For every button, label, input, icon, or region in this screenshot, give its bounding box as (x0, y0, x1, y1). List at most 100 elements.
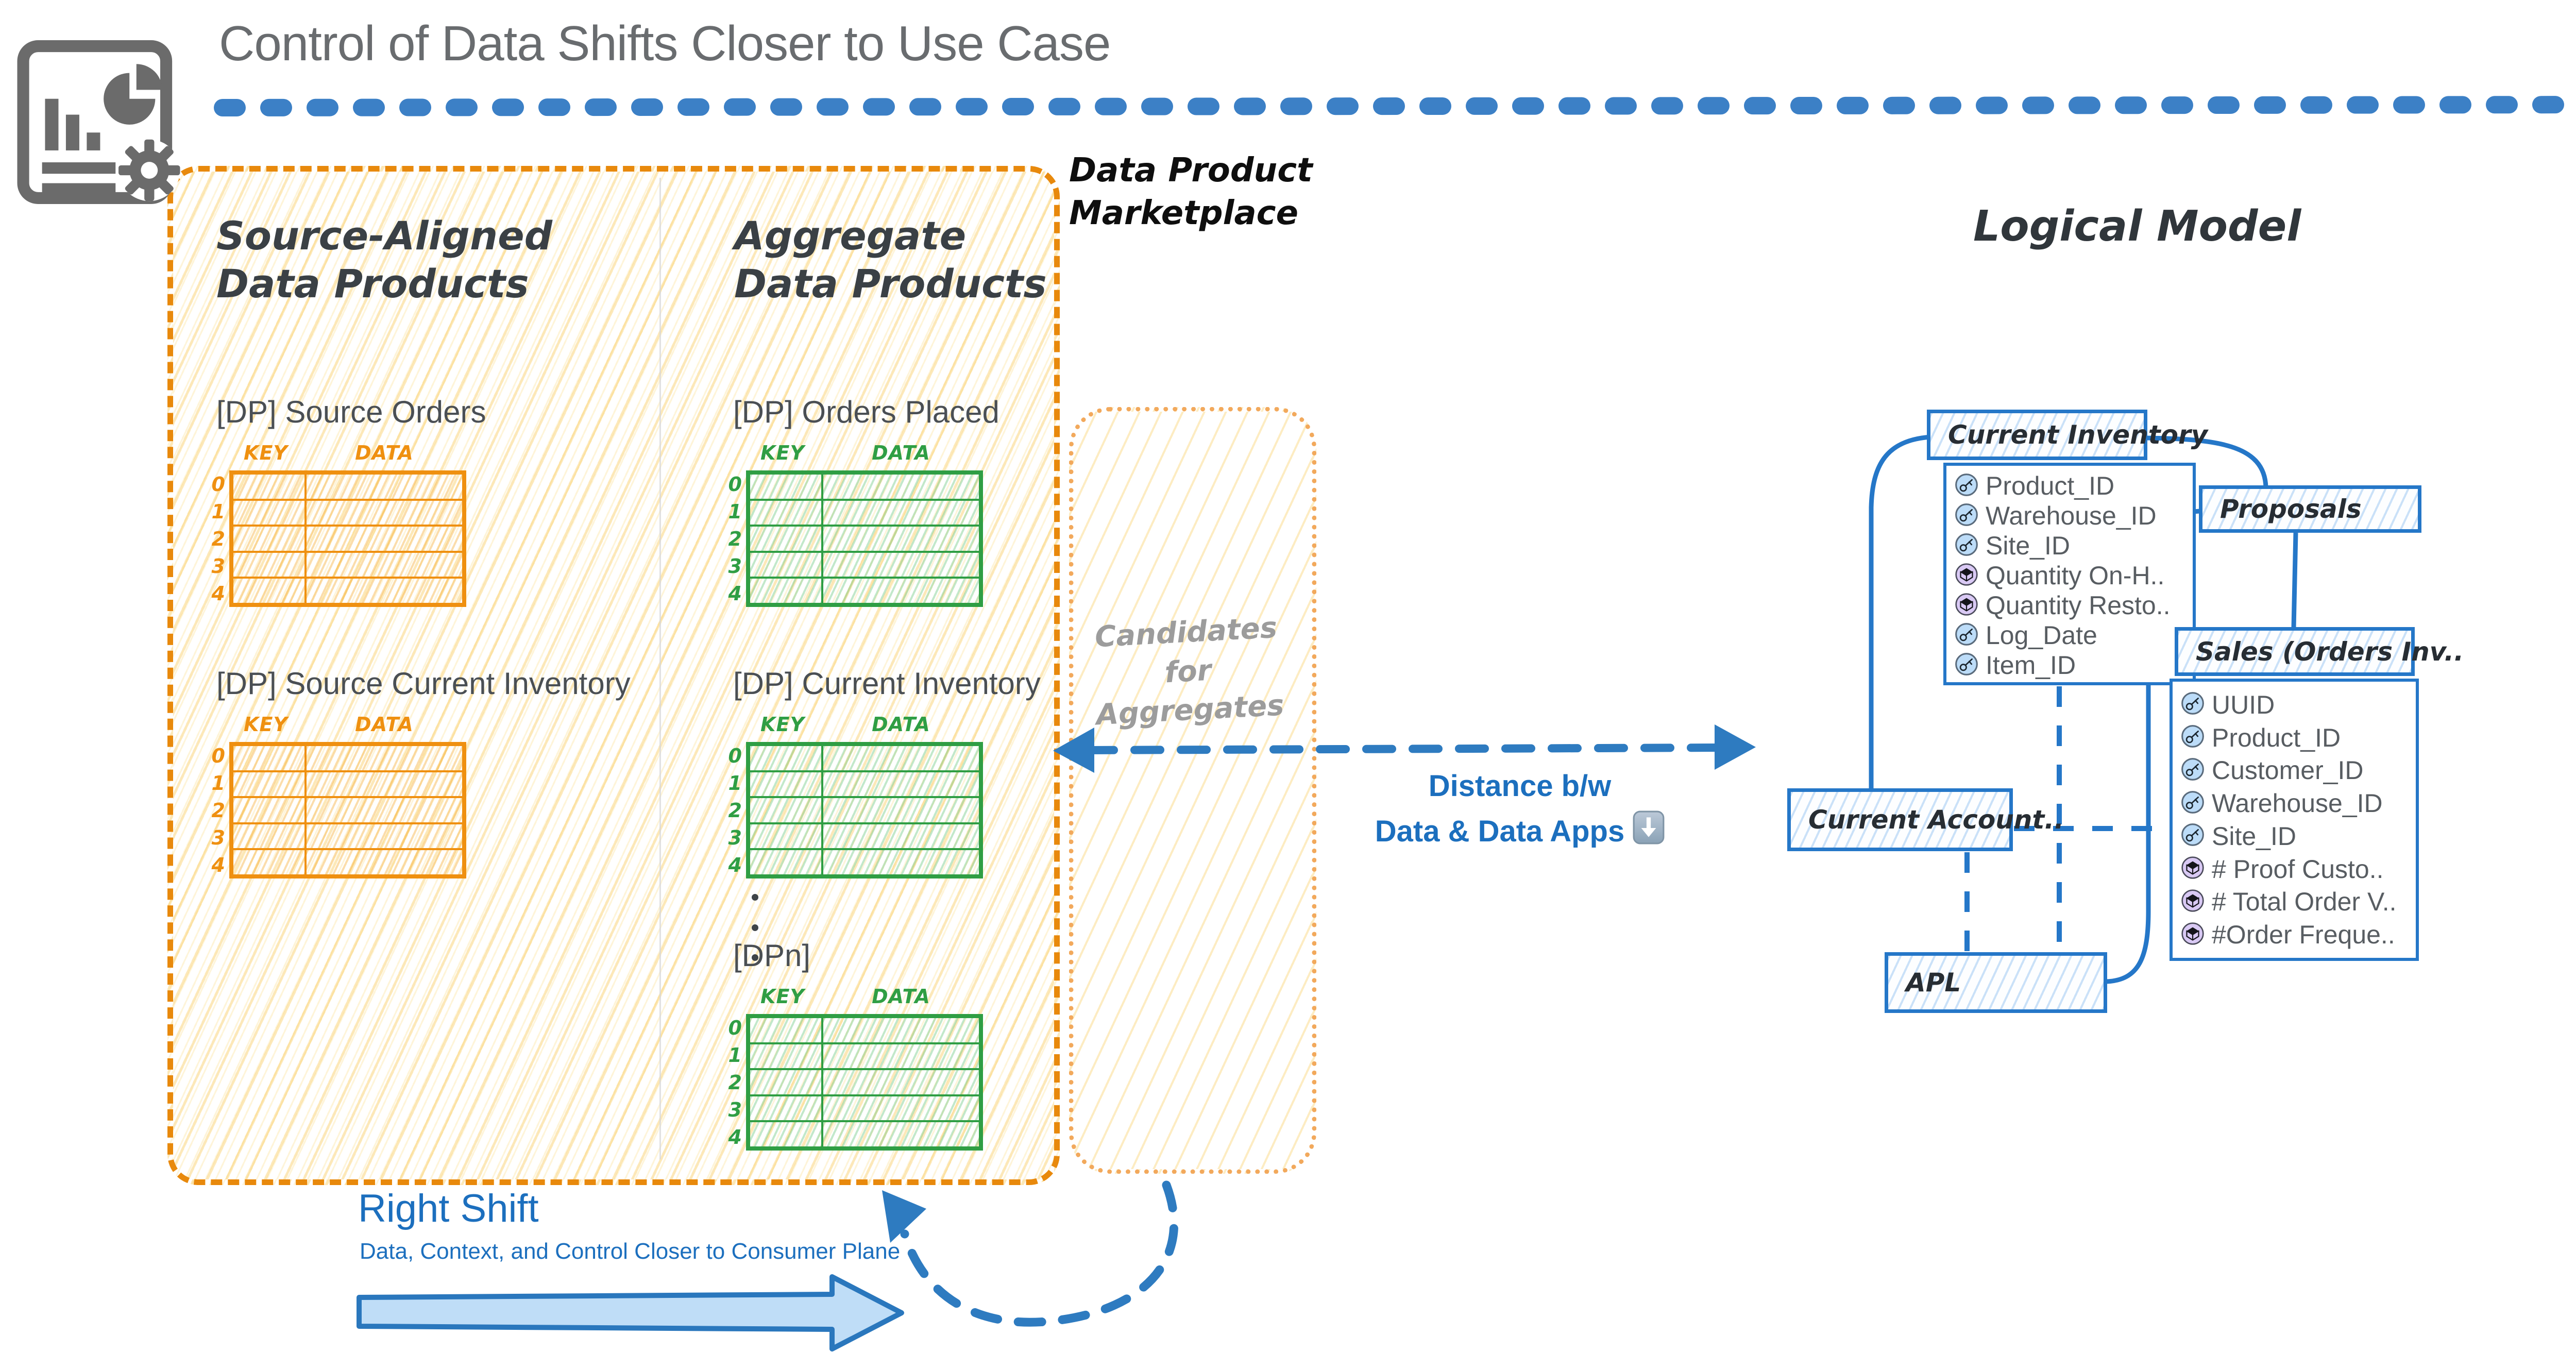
data-header: DATA (872, 442, 930, 464)
table-cell (822, 526, 980, 552)
entity-name: Current Account.. (1808, 805, 2064, 835)
table-cell (232, 849, 306, 875)
entity-field-row: Log_Date (1955, 620, 2193, 650)
table-cell (749, 1121, 822, 1147)
entity-field-row: UUID (2181, 690, 2416, 720)
table-cell (306, 499, 463, 526)
entity-field-row: Warehouse_ID (2181, 788, 2416, 818)
key-icon (1955, 503, 1978, 529)
dp-table-grid (229, 742, 466, 878)
dp-table-grid (746, 470, 983, 607)
entity-name: Current Inventory (1948, 420, 2208, 450)
row-number: 4 (728, 853, 742, 876)
entity-field-row: Quantity On-H.. (1955, 561, 2193, 590)
row-number: 2 (728, 799, 742, 822)
data-products-panel (167, 166, 1060, 1185)
row-number: 4 (211, 853, 225, 876)
entity-name: APL (1906, 968, 1961, 998)
row-number: 0 (728, 1016, 742, 1039)
table-cell (232, 578, 306, 604)
field-name: # Total Order V.. (2212, 887, 2397, 917)
aggregate-heading: Aggregate Data Products (734, 213, 1047, 307)
table-cell (306, 474, 463, 500)
row-number: 3 (728, 1098, 742, 1121)
table-cell (232, 526, 306, 552)
row-number: 0 (728, 472, 742, 496)
field-name: # Proof Custo.. (2212, 854, 2384, 884)
table-cell (749, 551, 822, 578)
entity-field-row: Quantity Resto.. (1955, 590, 2193, 620)
dp-label: [DP] Source Current Inventory (216, 666, 631, 701)
table-cell (822, 849, 980, 875)
table-cell (822, 771, 980, 798)
key-icon (1955, 652, 1978, 679)
candidates-note: Candidates for Aggregates (1094, 611, 1285, 732)
entity-field-row: #Order Freque.. (2181, 920, 2416, 950)
table-cell (749, 1069, 822, 1095)
row-number: 3 (728, 554, 742, 578)
row-number: 1 (728, 500, 742, 523)
key-icon (2181, 823, 2205, 849)
measure-icon (2181, 889, 2205, 915)
field-name: Customer_ID (2212, 756, 2364, 785)
table-cell (306, 771, 463, 798)
more-products-ellipsis (747, 894, 762, 961)
table-cell (749, 849, 822, 875)
entity-apl: APL (1885, 952, 2107, 1013)
row-number: 2 (211, 799, 225, 822)
entity-sales-orders: Sales (Orders Inv.. (2175, 627, 2464, 676)
dp-label: [DPn] (733, 938, 811, 973)
field-name: UUID (2212, 690, 2275, 719)
row-number: 4 (211, 582, 225, 605)
key-icon (2181, 724, 2205, 751)
dp-label: [DP] Current Inventory (733, 666, 1041, 701)
entity-field-row: Item_ID (1955, 650, 2193, 680)
source-aligned-heading: Source-Aligned Data Products (216, 213, 553, 307)
field-name: #Order Freque.. (2212, 920, 2395, 950)
dp-table-grid (746, 742, 983, 878)
distance-arrow (1053, 724, 1756, 773)
right-shift-subtitle: Data, Context, and Control Closer to Con… (360, 1239, 901, 1264)
table-cell (749, 526, 822, 552)
data-header: DATA (872, 713, 930, 736)
row-number: 0 (728, 744, 742, 767)
measure-icon (2181, 922, 2205, 948)
entity-field-row: # Total Order V.. (2181, 887, 2416, 917)
field-name: Quantity On-H.. (1986, 561, 2165, 590)
measure-icon (2181, 856, 2205, 882)
dp-label: [DP] Orders Placed (733, 395, 999, 429)
table-cell (306, 849, 463, 875)
row-number: 4 (728, 582, 742, 605)
table-cell (232, 797, 306, 823)
entity-connectors-dashed (1964, 686, 2168, 951)
table-cell (749, 823, 822, 850)
row-number: 1 (211, 500, 225, 523)
table-cell (822, 745, 980, 771)
table-cell (749, 1043, 822, 1070)
table-cell (306, 551, 463, 578)
table-cell (232, 551, 306, 578)
table-cell (822, 578, 980, 604)
table-cell (232, 823, 306, 850)
key-icon (2181, 757, 2205, 784)
measure-icon (1955, 593, 1978, 619)
table-cell (749, 797, 822, 823)
entity-proposals: Proposals (2199, 485, 2421, 533)
table-cell (822, 1043, 980, 1070)
down-arrow-badge-icon (1633, 810, 1665, 852)
entity-field-row: Product_ID (2181, 723, 2416, 753)
distance-line2: Data & Data Apps (1375, 814, 1625, 848)
row-number: 1 (211, 771, 225, 795)
table-cell (822, 1017, 980, 1043)
key-header: KEY (760, 442, 805, 464)
page-title: Control of Data Shifts Closer to Use Cas… (219, 16, 1111, 71)
entity-current-inventory: Current Inventory (1927, 410, 2208, 460)
